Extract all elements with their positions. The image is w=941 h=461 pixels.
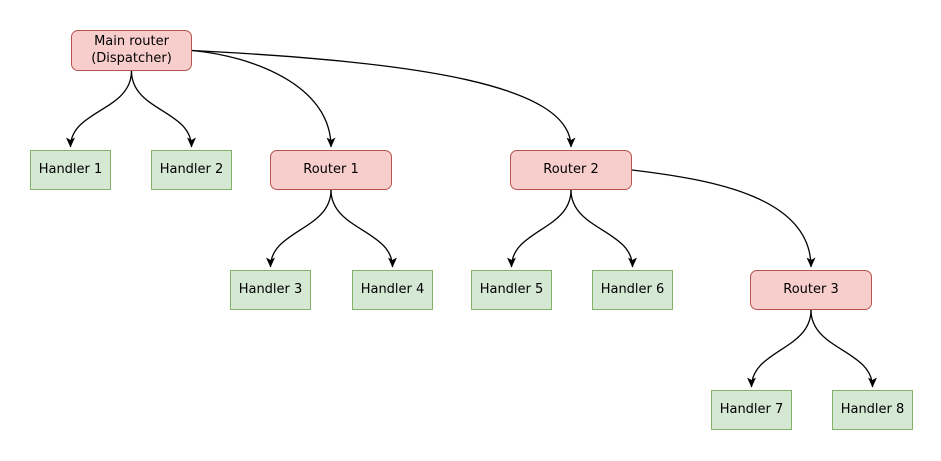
edge-router-2-to-handler-5 bbox=[507, 189, 572, 268]
node-main-router: Main router (Dispatcher) bbox=[71, 30, 192, 71]
edge-router-1-to-handler-4 bbox=[330, 189, 397, 268]
edge-main-to-handler-2 bbox=[130, 70, 196, 148]
edge-main-to-router-2 bbox=[191, 49, 576, 148]
node-handler-6: Handler 6 bbox=[592, 270, 673, 310]
edge-router-3-to-handler-7 bbox=[747, 309, 812, 388]
edge-main-to-handler-1 bbox=[66, 70, 133, 148]
node-router-3: Router 3 bbox=[750, 270, 872, 310]
node-handler-5: Handler 5 bbox=[471, 270, 552, 310]
node-handler-7: Handler 7 bbox=[711, 390, 792, 430]
node-handler-2: Handler 2 bbox=[151, 150, 232, 190]
node-handler-1: Handler 1 bbox=[30, 150, 111, 190]
edge-router-2-to-router-3 bbox=[631, 169, 816, 268]
node-handler-3: Handler 3 bbox=[230, 270, 311, 310]
node-router-1: Router 1 bbox=[270, 150, 392, 190]
node-handler-4: Handler 4 bbox=[352, 270, 433, 310]
node-router-2: Router 2 bbox=[510, 150, 632, 190]
edge-router-1-to-handler-3 bbox=[266, 189, 332, 268]
edge-router-3-to-handler-8 bbox=[810, 309, 877, 388]
edge-router-2-to-handler-6 bbox=[570, 189, 637, 268]
edge-main-to-router-1 bbox=[191, 49, 336, 148]
node-handler-8: Handler 8 bbox=[832, 390, 913, 430]
